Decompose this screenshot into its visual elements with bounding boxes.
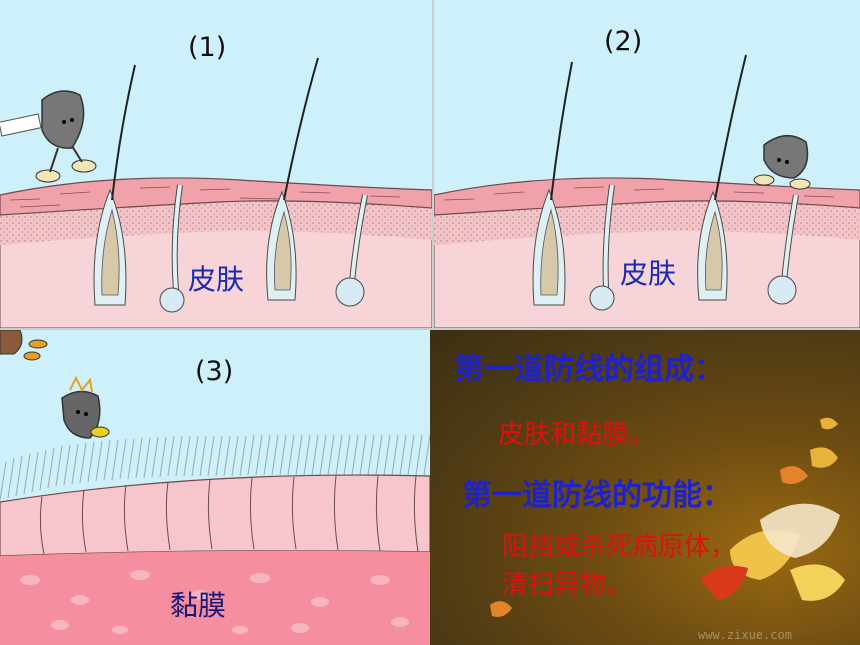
text-composition: 皮肤和黏膜。 (498, 420, 655, 450)
text-function-line1: 阻挡或杀死病原体， (502, 532, 737, 562)
germ-figure-3b (61, 375, 110, 439)
germ-figure-1 (0, 90, 97, 183)
skin-illustration-1 (0, 57, 432, 328)
panel-number-1: (1) (188, 32, 227, 63)
panel-skin-2: (2) 皮肤 (434, 0, 860, 328)
germ-figure-2 (753, 135, 811, 190)
mucosa-label: 黏膜 (170, 589, 227, 622)
panel-summary: 第一道防线的组成： 皮肤和黏膜。 第一道防线的功能： 阻挡或杀死病原体， 清扫异… (430, 330, 860, 645)
germ-figure-3a (0, 330, 48, 361)
autumn-leaves-decoration (490, 417, 845, 617)
panel-number-3: (3) (195, 356, 234, 387)
panel-mucosa: (3) 黏膜 (0, 330, 430, 645)
panel-number-2: (2) (604, 26, 643, 57)
mucosa-illustration (0, 330, 430, 645)
text-function-line2: 清扫异物。 (502, 570, 633, 600)
heading-composition: 第一道防线的组成： (454, 352, 724, 387)
skin-label-2: 皮肤 (620, 257, 677, 290)
skin-illustration-2 (434, 54, 860, 328)
heading-function: 第一道防线的功能： (462, 478, 732, 513)
skin-label-1: 皮肤 (188, 263, 245, 296)
cilia (0, 434, 430, 501)
panel-skin-1: (1) 皮肤 (0, 0, 432, 328)
watermark: www.zixue.com (698, 628, 792, 642)
